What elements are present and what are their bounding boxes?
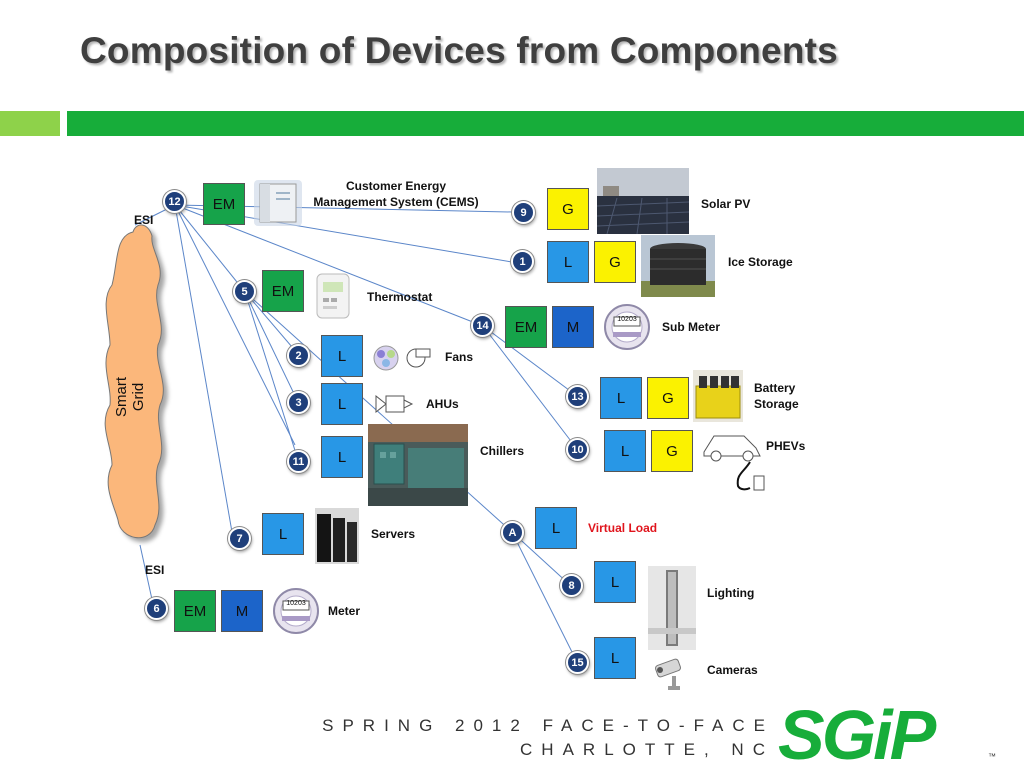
l-box-battery: L bbox=[600, 377, 642, 419]
submeter-readout: 10203 bbox=[617, 316, 637, 323]
solar-pv-label: Solar PV bbox=[701, 197, 751, 211]
node-14: 14 bbox=[471, 314, 494, 337]
battery-label-line2: Storage bbox=[754, 397, 799, 411]
submeter-label: Sub Meter bbox=[662, 320, 721, 334]
submeter-icon bbox=[603, 303, 651, 351]
phev-car-icon bbox=[700, 428, 766, 494]
servers-label: Servers bbox=[371, 527, 416, 541]
virtual-load-label: Virtual Load bbox=[588, 521, 658, 535]
l-box-virtual: L bbox=[535, 507, 577, 549]
node-9: 9 bbox=[512, 201, 535, 224]
node-12: 12 bbox=[163, 190, 186, 213]
node-3: 3 bbox=[287, 391, 310, 414]
node-7: 7 bbox=[228, 527, 251, 550]
lighting-label: Lighting bbox=[707, 586, 755, 600]
node-10: 10 bbox=[566, 438, 589, 461]
ice-storage-label: Ice Storage bbox=[728, 255, 793, 269]
fans-icon bbox=[372, 344, 434, 372]
m-box-submeter: M bbox=[552, 306, 594, 348]
chillers-label: Chillers bbox=[480, 444, 525, 458]
esi-label-top: ESI bbox=[134, 213, 154, 227]
l-box-phevs: L bbox=[604, 430, 646, 472]
slide-title: Composition of Devices from Components bbox=[80, 30, 838, 71]
g-box-solar: G bbox=[547, 188, 589, 230]
meter-readout: 10203 bbox=[286, 600, 306, 607]
node-5: 5 bbox=[233, 280, 256, 303]
sgip-trademark: ™ bbox=[988, 752, 996, 761]
ahus-icon bbox=[374, 392, 414, 416]
phevs-label: PHEVs bbox=[766, 439, 806, 453]
l-box-ahus: L bbox=[321, 383, 363, 425]
m-box-meter: M bbox=[221, 590, 263, 632]
g-box-phevs: G bbox=[651, 430, 693, 472]
accent-bar bbox=[0, 111, 60, 136]
lighting-photo-icon bbox=[648, 566, 696, 650]
l-box-ice: L bbox=[547, 241, 589, 283]
node-2: 2 bbox=[287, 344, 310, 367]
sgip-logo: SGiP bbox=[778, 696, 936, 774]
cems-unit-icon bbox=[252, 178, 304, 228]
battery-storage-label: Battery Storage bbox=[754, 380, 799, 412]
g-box-ice: G bbox=[594, 241, 636, 283]
em-box-meter: EM bbox=[174, 590, 216, 632]
thermostat-label: Thermostat bbox=[367, 290, 433, 304]
servers-photo-icon bbox=[315, 508, 359, 564]
cems-label-line1: Customer Energy bbox=[345, 179, 447, 193]
node-6: 6 bbox=[145, 597, 168, 620]
l-box-fans: L bbox=[321, 335, 363, 377]
smart-grid-label: Smart Grid bbox=[113, 377, 147, 418]
l-box-lighting: L bbox=[594, 561, 636, 603]
meter-label: Meter bbox=[328, 604, 361, 618]
battery-label-line1: Battery bbox=[754, 381, 796, 395]
l-box-chillers: L bbox=[321, 436, 363, 478]
footer-event-line: SPRING 2012 FACE-TO-FACE bbox=[322, 716, 774, 735]
smart-grid-cloud bbox=[104, 224, 164, 539]
esi-label-bottom: ESI bbox=[145, 563, 165, 577]
em-box-submeter: EM bbox=[505, 306, 547, 348]
footer-location-line: CHARLOTTE, NC bbox=[520, 740, 774, 759]
node-15: 15 bbox=[566, 651, 589, 674]
chillers-photo-icon bbox=[368, 424, 468, 506]
l-box-servers: L bbox=[262, 513, 304, 555]
camera-icon bbox=[652, 656, 684, 692]
ahus-label: AHUs bbox=[426, 397, 459, 411]
fans-label: Fans bbox=[445, 350, 474, 364]
thermostat-icon bbox=[315, 272, 351, 320]
node-8: 8 bbox=[560, 574, 583, 597]
solar-pv-photo-icon bbox=[596, 168, 690, 235]
cems-label: Customer Energy Management System (CEMS) bbox=[310, 178, 482, 210]
cameras-label: Cameras bbox=[707, 663, 758, 677]
node-13: 13 bbox=[566, 385, 589, 408]
em-box-thermostat: EM bbox=[262, 270, 304, 312]
g-box-battery: G bbox=[647, 377, 689, 419]
battery-photo-icon bbox=[693, 370, 743, 422]
node-1: 1 bbox=[511, 250, 534, 273]
l-box-cameras: L bbox=[594, 637, 636, 679]
cems-label-line2: Management System (CEMS) bbox=[313, 195, 479, 209]
title-bar bbox=[67, 111, 1024, 136]
node-a: A bbox=[501, 521, 524, 544]
meter-icon bbox=[272, 587, 320, 635]
em-box-cems: EM bbox=[203, 183, 245, 225]
node-11: 11 bbox=[287, 450, 310, 473]
ice-storage-photo-icon bbox=[641, 235, 715, 297]
